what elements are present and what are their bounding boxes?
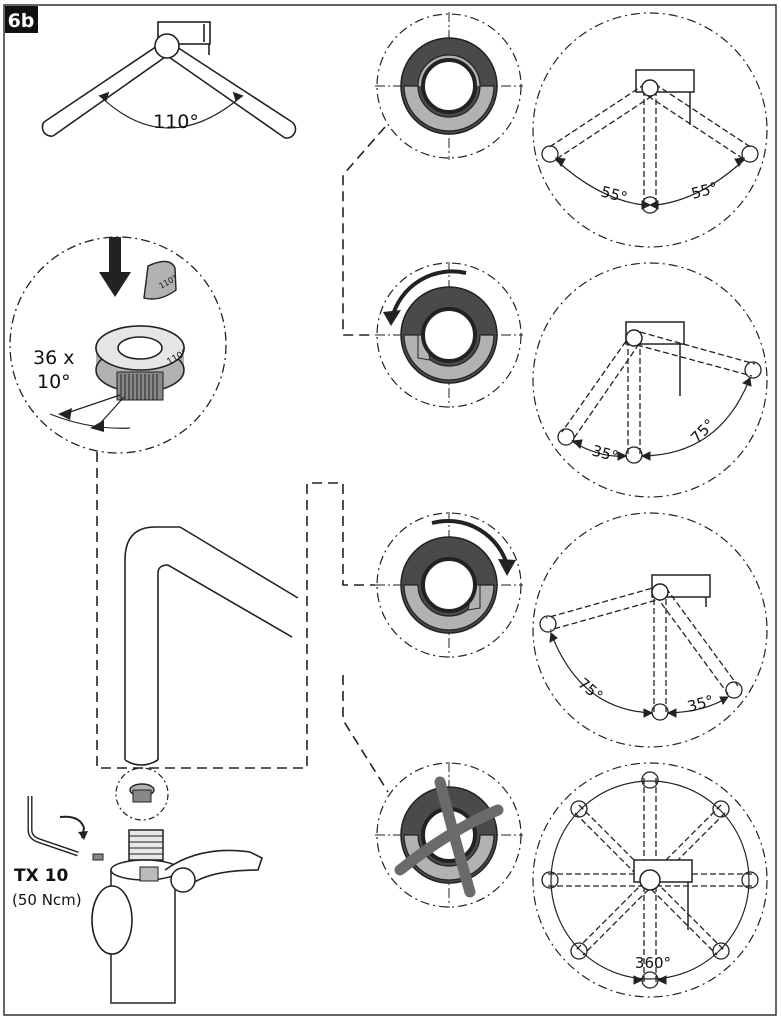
tool-name-label: TX 10 (14, 866, 68, 886)
step-badge: 6b (5, 6, 38, 33)
top-swing-illustration (41, 21, 297, 139)
setting-2-right-angle: 75° (687, 415, 719, 447)
stop-ring-detail (9, 236, 227, 454)
swing-setting-4 (532, 762, 768, 998)
callout-leaders (342, 126, 389, 793)
swing-setting-2 (532, 262, 768, 498)
diagram-frame (3, 4, 777, 1016)
setting-3-left-angle: 75° (574, 674, 606, 705)
swing-setting-1 (532, 12, 768, 248)
setting-1-right-angle: 55° (689, 179, 719, 203)
step-badge-label: 6b (8, 10, 35, 32)
tool-torque-label: (50 Ncm) (12, 891, 82, 909)
steps-label-line1: 36 x (33, 347, 74, 369)
mounting-detail (27, 767, 263, 1004)
ring-state-3 (375, 512, 523, 658)
setting-3-right-angle: 35° (685, 692, 715, 716)
swing-setting-3 (532, 512, 768, 748)
ring-state-4 (375, 762, 523, 908)
setting-2-left-angle: 35° (590, 441, 620, 465)
setting-1-left-angle: 55° (599, 182, 629, 206)
setting-4-full-angle: 360° (635, 954, 671, 972)
ring-state-2 (375, 262, 523, 408)
ring-state-1 (375, 12, 523, 160)
steps-label-line2: 10° (37, 371, 71, 393)
top-swing-angle-label: 110° (153, 111, 199, 133)
spout-callout (96, 452, 375, 769)
